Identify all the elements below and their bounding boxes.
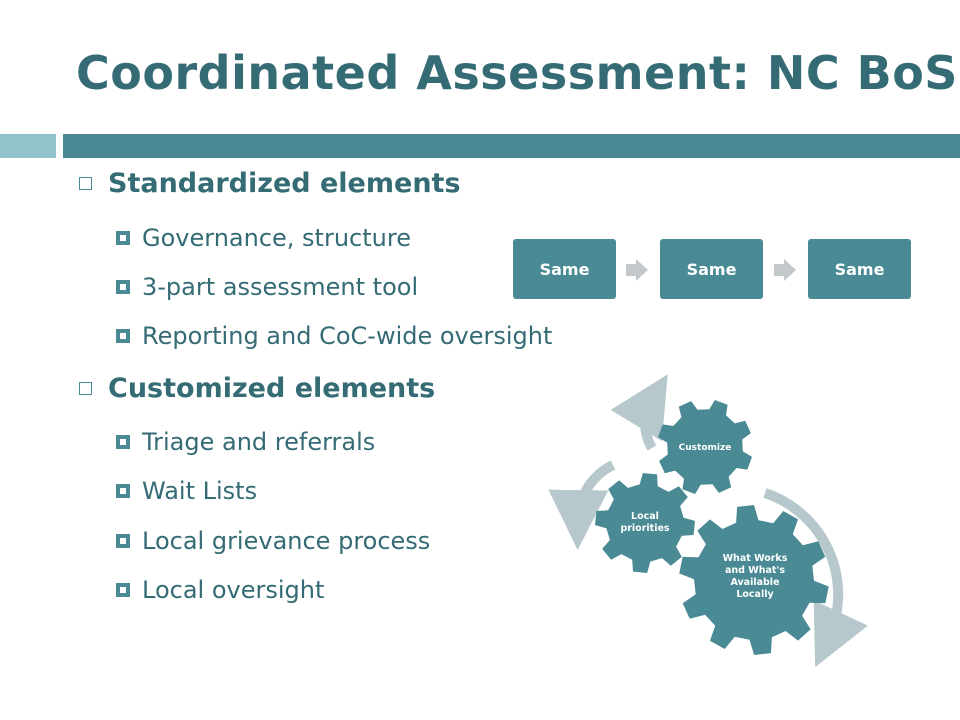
list-item: Governance, structure (116, 224, 411, 252)
process-step-box: Same (808, 239, 911, 299)
section-heading-text: Standardized elements (108, 168, 461, 199)
filled-square-bullet-icon (116, 231, 130, 245)
gear-medium-label: Local priorities (620, 511, 670, 534)
section-heading-text: Customized elements (108, 373, 436, 404)
list-item-text: Governance, structure (142, 224, 411, 252)
list-item-text: Reporting and CoC-wide oversight (142, 322, 553, 350)
filled-square-bullet-icon (116, 435, 130, 449)
list-item: 3-part assessment tool (116, 273, 418, 301)
gear-large-icon (679, 505, 829, 655)
gear-medium-icon (595, 473, 695, 573)
list-item: Triage and referrals (116, 428, 375, 456)
filled-square-bullet-icon (116, 484, 130, 498)
section-heading-standardized: Standardized elements (79, 168, 461, 199)
gear-small-label: Customize (678, 443, 732, 453)
list-item-text: Triage and referrals (142, 428, 376, 456)
list-item-text: 3-part assessment tool (142, 273, 419, 301)
gear-large-label: What Works and What's Available Locally (722, 553, 788, 600)
list-item: Local grievance process (116, 527, 430, 555)
list-item-text: Wait Lists (142, 477, 258, 505)
slide-title: Coordinated Assessment: NC BoS (76, 46, 958, 100)
filled-square-bullet-icon (116, 280, 130, 294)
hollow-square-bullet-icon (79, 382, 92, 395)
right-arrow-icon (774, 259, 796, 281)
filled-square-bullet-icon (116, 583, 130, 597)
section-heading-customized: Customized elements (79, 373, 435, 404)
list-item-text: Local grievance process (142, 527, 431, 555)
cycle-arrow-icon (548, 460, 616, 550)
gear-small-icon (658, 400, 752, 494)
process-step-box: Same (660, 239, 763, 299)
right-arrow-icon (626, 259, 648, 281)
list-item-text: Local oversight (142, 576, 325, 604)
cycle-arrow-icon (610, 374, 668, 451)
process-step-box: Same (513, 239, 616, 299)
list-item: Local oversight (116, 576, 324, 604)
list-item: Wait Lists (116, 477, 257, 505)
title-accent-bar-right (63, 134, 960, 158)
list-item: Reporting and CoC-wide oversight (116, 322, 552, 350)
hollow-square-bullet-icon (79, 177, 92, 190)
filled-square-bullet-icon (116, 329, 130, 343)
title-accent-bar-left (0, 134, 56, 158)
filled-square-bullet-icon (116, 534, 130, 548)
cycle-arrow-icon (763, 488, 868, 668)
